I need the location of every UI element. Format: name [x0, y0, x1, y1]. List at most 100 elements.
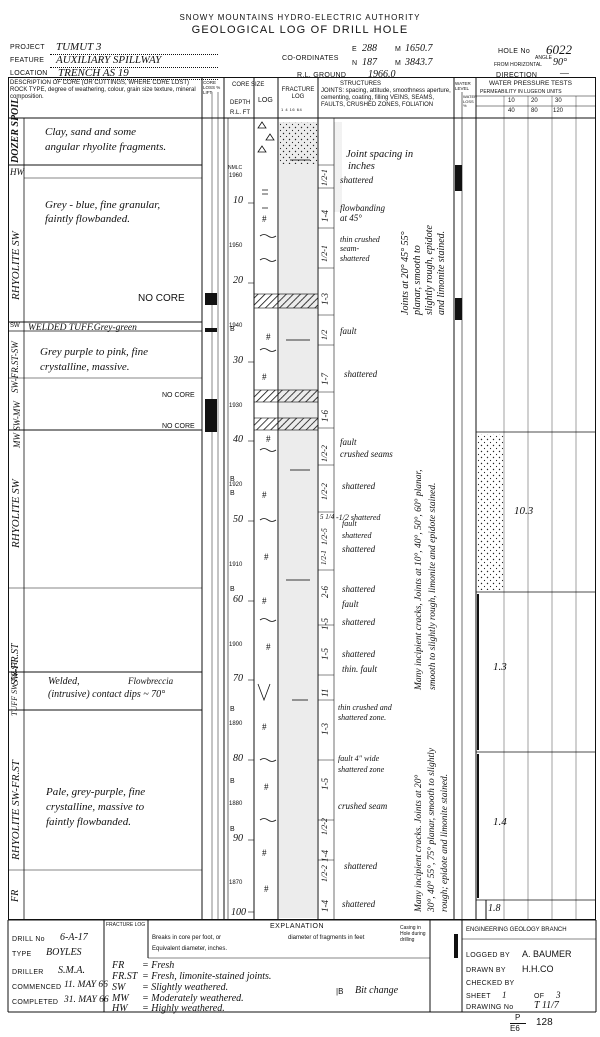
legend-key: FR	[112, 960, 125, 971]
desc-line: angular rhyolite fragments.	[45, 141, 167, 153]
desc-line: crystalline, massive to	[46, 801, 145, 813]
desc-line: WELDED TUFF.Grey-green	[28, 323, 137, 333]
svg-text:#: #	[264, 552, 269, 562]
page-title: GEOLOGICAL LOG OF DRILL HOLE	[191, 24, 409, 36]
n-value-a: 187	[362, 57, 377, 68]
unit-rhyolite-swfrst: RHYOLITE SW-FR.ST	[10, 760, 22, 860]
drawn-label: DRAWN BY	[466, 967, 506, 974]
legend-value: = Fresh, limonite-stained joints.	[142, 971, 272, 982]
drill-value: 6-A-17	[60, 932, 88, 943]
project-value: TUMUT 3	[56, 41, 102, 53]
joint-note: thin. fault	[342, 664, 378, 674]
drawing-label: DRAWING No	[466, 1004, 514, 1011]
checked-label: CHECKED BY	[466, 980, 515, 987]
depth-header: DEPTH	[230, 100, 251, 106]
rl-1910: 1910	[229, 562, 243, 568]
sheet-label: SHEET	[466, 993, 491, 1000]
desc-line: crystalline, massive.	[40, 361, 130, 373]
logged-label: LOGGED BY	[466, 952, 510, 959]
core-mark-b: B	[230, 490, 235, 497]
svg-text:#: #	[264, 884, 269, 894]
spacing-value: 11	[320, 688, 330, 697]
svg-text:#: #	[262, 372, 267, 382]
stamp-bottom: E6	[510, 1024, 520, 1033]
desc-line: faintly flowbanded.	[45, 213, 130, 225]
spacing-value: 1-5	[320, 778, 330, 790]
type-value: BOYLES	[46, 947, 82, 958]
e-label: E	[352, 46, 357, 53]
core-mark-b: B	[230, 476, 235, 483]
wpt-scale-30: 30	[555, 98, 562, 104]
joint-note: shattered	[340, 175, 374, 185]
rl-1960: 1960	[229, 173, 243, 179]
depth-20: 20	[233, 275, 243, 286]
spacing-value: 5 1/4	[320, 513, 335, 521]
wpt-scale-10: 10	[508, 98, 515, 104]
logged-value: A. BAUMER	[522, 949, 572, 959]
rl-value: 1966.0	[368, 69, 396, 80]
joint-note: shattered	[342, 899, 376, 909]
legend-key: HW	[112, 1003, 128, 1014]
of-label: OF	[534, 993, 545, 1000]
core-mark-b: B	[230, 826, 235, 833]
joint-note: shattered	[340, 254, 370, 263]
wpt-subheader: PERMEABILITY IN LUGEON UNITS	[480, 89, 562, 95]
joint-summary-1: Joints at 20° 45° 55°	[400, 231, 411, 315]
spacing-value: 2-6	[320, 586, 330, 598]
desc-line: Welded,	[48, 676, 80, 687]
svg-text:#: #	[262, 490, 267, 500]
structures-header: STRUCTURES	[340, 81, 382, 87]
spacing-value: 1/2-1	[320, 245, 329, 262]
e-value-a: 288	[362, 43, 377, 54]
unit-mw-swmw: MW SW-MW	[12, 401, 22, 448]
rl-1920: 1920	[229, 482, 243, 488]
explanation-title: EXPLANATION	[270, 923, 324, 930]
spacing-value: 1/2-2	[320, 483, 329, 500]
explanation-line: Equivalent diameter, inches.	[152, 946, 228, 952]
svg-text:#: #	[266, 332, 271, 342]
joint-note: thin crushed and	[338, 703, 392, 712]
completed-label: COMPLETED	[12, 999, 59, 1006]
legend-key: FR.ST	[112, 971, 138, 982]
spacing-value: 1/2-1	[320, 550, 328, 565]
feature-label: FEATURE	[10, 57, 45, 64]
svg-text:#: #	[262, 848, 267, 858]
org-name: SNOWY MOUNTAINS HYDRO-ELECTRIC AUTHORITY	[179, 13, 421, 22]
unit-dozer-spoil: DOZER SPOIL	[10, 97, 21, 163]
spacing-value: 1-3	[320, 293, 330, 305]
joint-note: crushed seam	[338, 801, 388, 811]
n-label: N	[352, 60, 358, 67]
desc-header: DESCRIPTION OF CORE (OR CUTTINGS, WHERE …	[10, 80, 196, 100]
hole-label: HOLE No	[498, 48, 531, 55]
spacing-value: 1/2-2	[320, 818, 329, 835]
joint-summary-1: slightly rough, epidote	[424, 225, 435, 315]
spacing-value: 1/2	[320, 329, 329, 340]
joint-note: seam-	[340, 244, 360, 253]
depth-40: 40	[233, 434, 243, 445]
rl-1870: 1870	[229, 880, 243, 886]
wpt-value: 1.3	[493, 661, 507, 673]
svg-text:#: #	[266, 642, 271, 652]
spacing-value: 1/2-5	[320, 528, 329, 545]
joint-summary-3: rough; epidote and limonite stained.	[440, 773, 450, 912]
depth-60: 60	[233, 594, 243, 605]
branch-name: ENGINEERING GEOLOGY BRANCH	[466, 927, 567, 933]
fracture-scale: 1 4 16 64	[281, 107, 303, 112]
wpt-value: 1.8	[488, 903, 501, 914]
joint-note: shattered	[342, 531, 372, 540]
direction-label: DIRECTION	[496, 72, 538, 79]
rl-1900: 1900	[229, 642, 243, 648]
depth-50: 50	[233, 514, 243, 525]
desc-line: Clay, sand and some	[45, 126, 137, 138]
drawn-value: H.H.CO	[522, 964, 554, 974]
rl-1950: 1950	[229, 243, 243, 249]
commenced-value: 11. MAY 66	[64, 980, 108, 990]
legend-value: = Moderately weathered.	[142, 993, 244, 1004]
legend-key: MW	[112, 993, 129, 1004]
project-label: PROJECT	[10, 44, 45, 51]
joint-note: flowbanding	[340, 203, 386, 213]
wpt-value: 10.3	[514, 505, 534, 517]
spacing-value: 1-4	[320, 210, 330, 222]
angle-value: 90°	[553, 57, 567, 68]
